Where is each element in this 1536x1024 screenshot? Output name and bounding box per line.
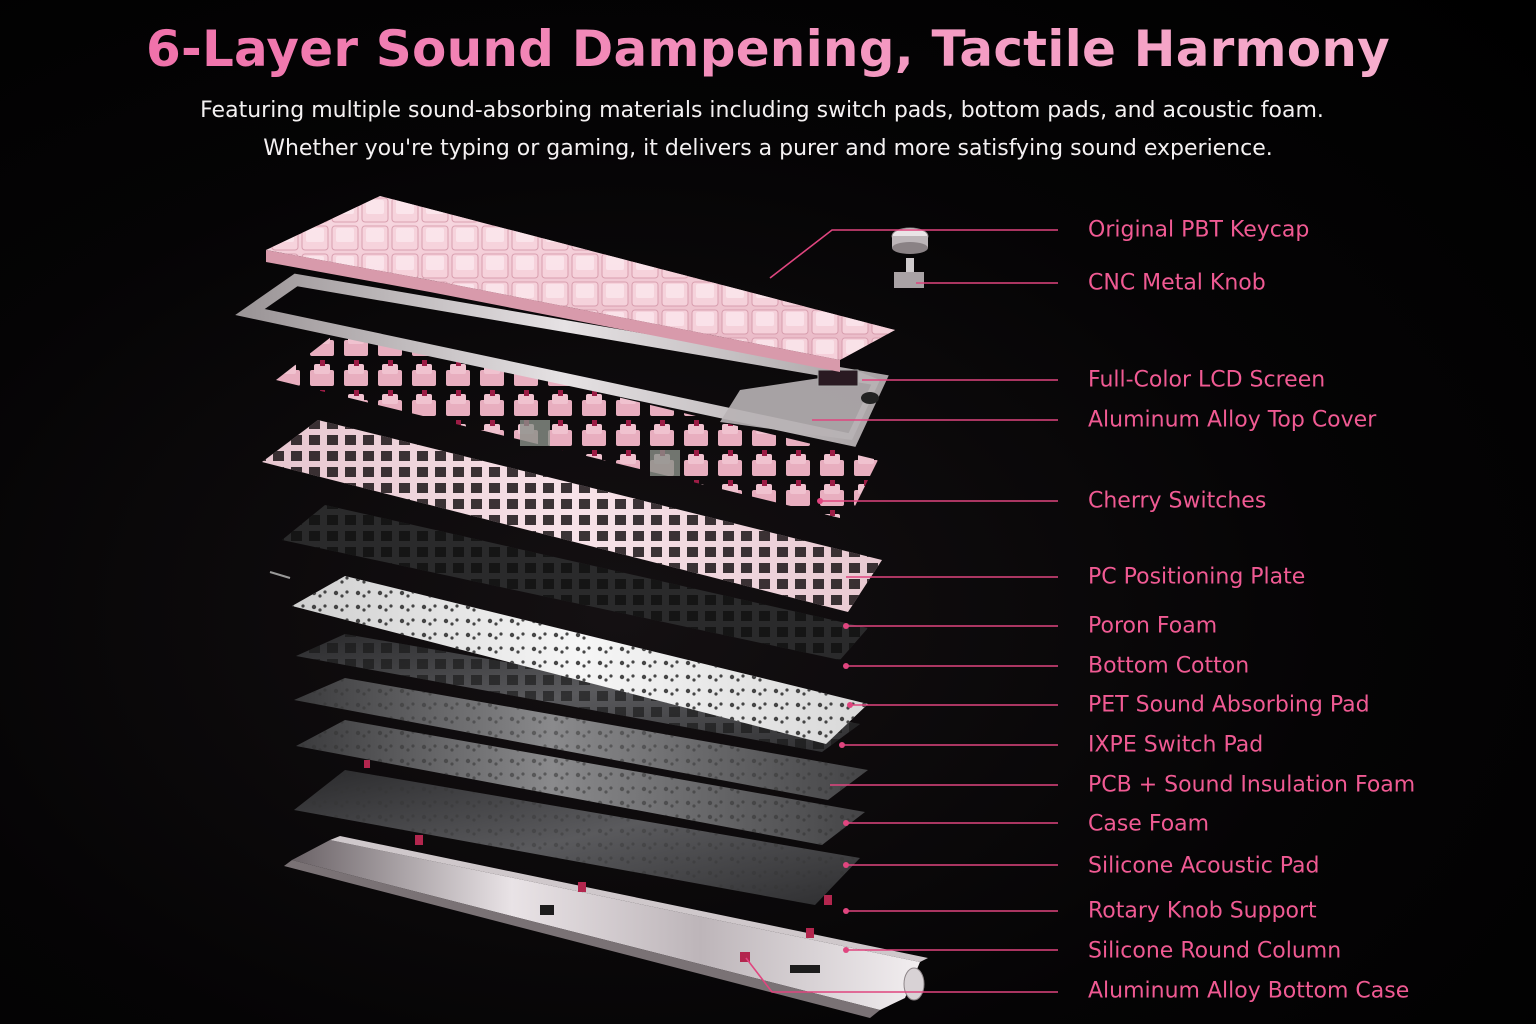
label-bottom-cotton: Bottom Cotton [1088, 653, 1250, 679]
label-pcb-foam: PCB + Sound Insulation Foam [1088, 772, 1416, 798]
pc-positioning-plate [262, 420, 882, 612]
label-cherry-switches: Cherry Switches [1088, 488, 1267, 514]
label-case-foam: Case Foam [1088, 811, 1210, 837]
label-cnc-metal-knob: CNC Metal Knob [1088, 270, 1266, 296]
bottom-case [284, 836, 928, 1018]
cherry-switches [276, 330, 878, 520]
poron-foam [269, 505, 868, 660]
leader-bottom-case [745, 957, 1058, 993]
label-round-column: Silicone Round Column [1088, 938, 1342, 964]
label-top-cover: Aluminum Alloy Top Cover [1088, 407, 1377, 433]
label-knob-support: Rotary Knob Support [1088, 898, 1317, 924]
label-pbt-keycap: Original PBT Keycap [1088, 217, 1310, 243]
page-title: 6-Layer Sound Dampening, Tactile Harmony [0, 20, 1536, 78]
cnc-metal-knob [891, 227, 929, 288]
subtitle-line-1: Featuring multiple sound-absorbing mater… [200, 98, 1324, 123]
label-ixpe-pad: IXPE Switch Pad [1088, 732, 1264, 758]
bottom-cotton [296, 634, 860, 752]
label-lcd-screen: Full-Color LCD Screen [1088, 367, 1326, 393]
subtitle-line-2: Whether you're typing or gaming, it deli… [263, 136, 1273, 161]
pbt-keycaps [266, 196, 895, 372]
label-poron-foam: Poron Foam [1088, 613, 1218, 639]
ixpe-switch-pad [292, 576, 868, 744]
leader-keycap [769, 229, 1058, 279]
label-positioning-plate: PC Positioning Plate [1088, 564, 1306, 590]
case-foam [294, 770, 860, 905]
label-bottom-case: Aluminum Alloy Bottom Case [1088, 978, 1410, 1004]
label-silicone-pad: Silicone Acoustic Pad [1088, 853, 1320, 879]
pcb-insulation-foam [296, 720, 865, 845]
leader-lines [745, 229, 1058, 993]
pet-sound-pad [294, 678, 868, 800]
label-pet-pad: PET Sound Absorbing Pad [1088, 692, 1370, 718]
leader-dots [817, 498, 853, 953]
